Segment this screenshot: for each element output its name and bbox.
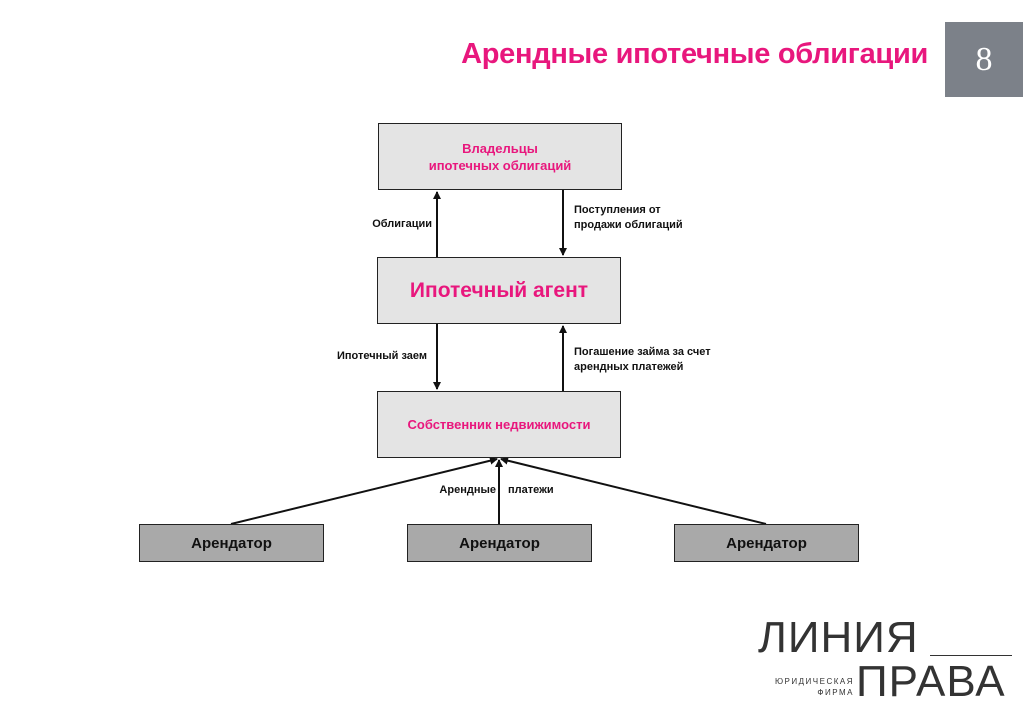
proceeds-label-line2: продажи облигаций [574,219,683,231]
rent-payments-label-2: платежи [508,484,554,496]
repayment-label-line2: арендных платежей [574,361,684,373]
rent-payments-label-1: Арендные [439,484,496,496]
property-owner-label: Собственник недвижимости [407,417,591,432]
logo-sub1: ЮРИДИЧЕСКАЯ [774,677,854,686]
logo-subtitle: ЮРИДИЧЕСКАЯ ФИРМА [758,676,854,698]
slide-title: Арендные ипотечные облигации [461,38,928,70]
mortgage-loan-label: Ипотечный заем [336,350,427,362]
bonds-label: Облигации [372,218,432,230]
page-number: 8 [945,22,1023,97]
repayment-label: Погашение займа за счет арендных платеже… [574,345,754,375]
logo-rule [930,655,1012,656]
tenant-box-2: Арендатор [407,524,592,562]
arrow-rent-3 [500,456,767,525]
property-owner-box: Собственник недвижимости [377,391,621,458]
logo-sub2: ФИРМА [817,688,854,697]
logo-line1: ЛИНИЯ [758,613,919,662]
proceeds-label-line1: Поступления от [574,204,661,216]
bond-owners-line2: ипотечных облигаций [428,157,572,173]
tenant-box-1: Арендатор [139,524,324,562]
arrow-rent-1 [230,456,498,525]
bond-owners-box: Владельцы ипотечных облигаций [378,123,622,190]
proceeds-label: Поступления от продажи облигаций [574,203,754,233]
bond-owners-line1: Владельцы [462,140,538,156]
mortgage-agent-box: Ипотечный агент [377,257,621,324]
repayment-label-line1: Погашение займа за счет [574,346,711,358]
mortgage-agent-label: Ипотечный агент [409,278,589,302]
logo-line2: ПРАВА [856,657,1006,706]
tenant-box-3: Арендатор [674,524,859,562]
